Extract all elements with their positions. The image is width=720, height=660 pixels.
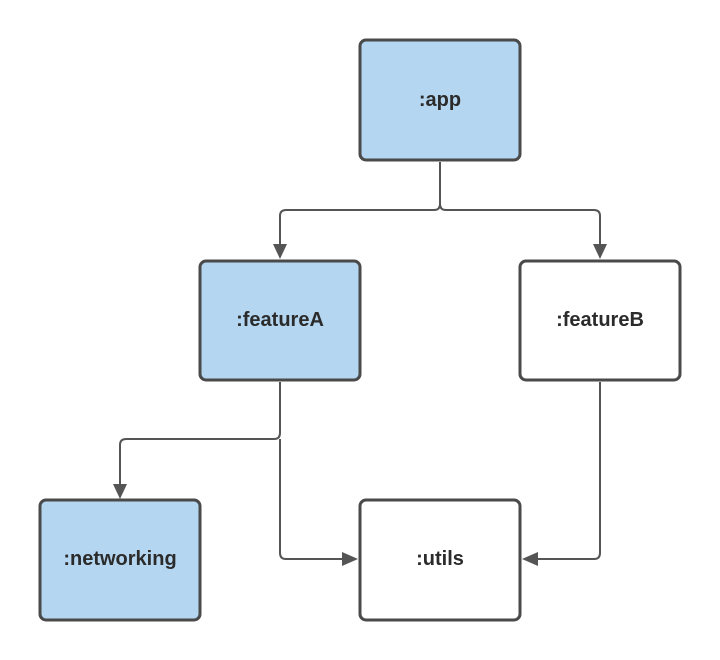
arrow-head bbox=[522, 552, 538, 566]
node-box bbox=[358, 38, 522, 162]
edge-app-to-featureB bbox=[439, 203, 607, 259]
edge-featureA-to-utils bbox=[279, 439, 358, 566]
node-box bbox=[198, 259, 362, 382]
edge-app-to-featureA bbox=[273, 162, 441, 259]
node-label: :featureB bbox=[556, 309, 644, 331]
edge-featureA-to-networking bbox=[113, 382, 281, 499]
node-label: :featureA bbox=[236, 309, 324, 331]
arrow-head bbox=[593, 244, 607, 259]
arrow-head bbox=[113, 484, 127, 499]
node-networking: :networking bbox=[38, 498, 202, 622]
node-label: :utils bbox=[416, 548, 464, 570]
node-label: :networking bbox=[63, 548, 176, 570]
node-featureA: :featureA bbox=[198, 259, 362, 382]
node-box bbox=[518, 259, 682, 382]
node-app: :app bbox=[358, 38, 522, 162]
node-box bbox=[358, 498, 522, 622]
edge-line bbox=[534, 382, 601, 560]
node-utils: :utils bbox=[358, 498, 522, 622]
edge-featureB-to-utils bbox=[522, 382, 601, 566]
edge-line bbox=[279, 439, 346, 560]
node-featureB: :featureB bbox=[518, 259, 682, 382]
arrow-head bbox=[273, 244, 287, 259]
arrow-head bbox=[342, 552, 358, 566]
node-label: :app bbox=[419, 89, 461, 111]
node-box bbox=[38, 498, 202, 622]
edge-line bbox=[279, 162, 441, 248]
edge-line bbox=[119, 382, 281, 488]
edge-line bbox=[439, 203, 601, 248]
